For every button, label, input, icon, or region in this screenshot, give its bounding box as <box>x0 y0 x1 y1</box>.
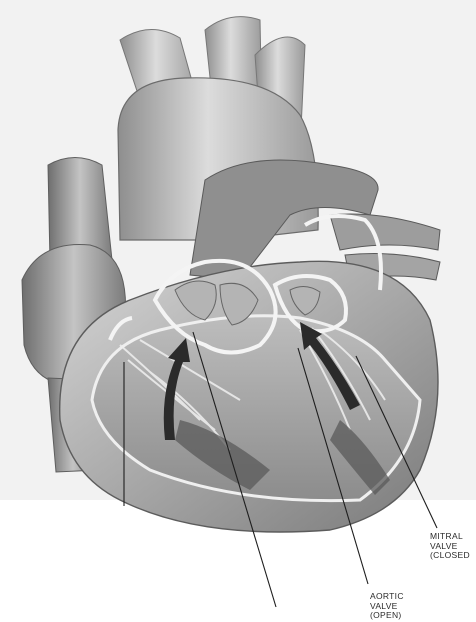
aortic-label-line3: (OPEN) <box>370 611 404 621</box>
mitral-label-line3: (CLOSED <box>430 551 470 561</box>
mitral-valve-label: MITRAL VALVE (CLOSED <box>430 532 470 561</box>
aortic-valve-label: AORTIC VALVE (OPEN) <box>370 592 404 621</box>
